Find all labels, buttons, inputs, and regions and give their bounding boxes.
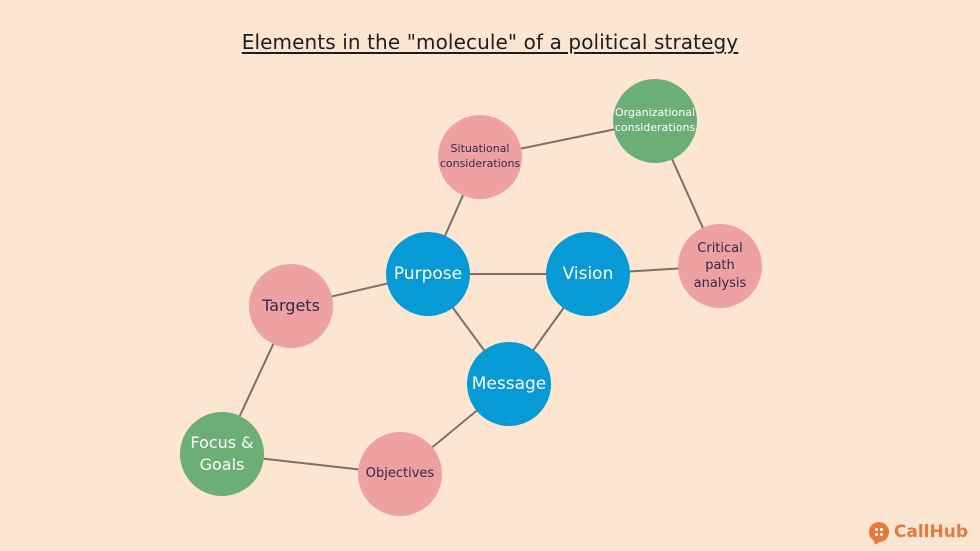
node-vision-label: Vision <box>562 263 614 284</box>
node-organizational: Organizational considerations <box>613 79 697 163</box>
node-targets: Targets <box>249 264 333 348</box>
node-critical: Critical path analysis <box>678 224 762 308</box>
chat-bubble-icon <box>868 522 889 542</box>
node-message: Message <box>467 342 551 426</box>
node-objectives: Objectives <box>358 432 442 516</box>
callhub-logo: CallHub <box>868 522 968 542</box>
node-purpose-label: Purpose <box>393 263 463 284</box>
node-objectives-label: Objectives <box>365 466 435 482</box>
node-targets-label: Targets <box>262 296 320 316</box>
node-organizational-label: Organizational considerations <box>614 106 696 134</box>
node-vision: Vision <box>546 232 630 316</box>
logo-text: CallHub <box>893 522 968 542</box>
node-situational-label: Situational considerations <box>439 142 521 170</box>
node-purpose: Purpose <box>386 232 470 316</box>
node-critical-label: Critical path analysis <box>693 240 747 291</box>
node-focus-goals: Focus & Goals <box>180 412 264 496</box>
node-message-label: Message <box>471 373 547 394</box>
diagram-title: Elements in the "molecule" of a politica… <box>241 30 739 54</box>
node-focus-goals-label: Focus & Goals <box>190 433 254 474</box>
node-situational: Situational considerations <box>438 115 522 199</box>
